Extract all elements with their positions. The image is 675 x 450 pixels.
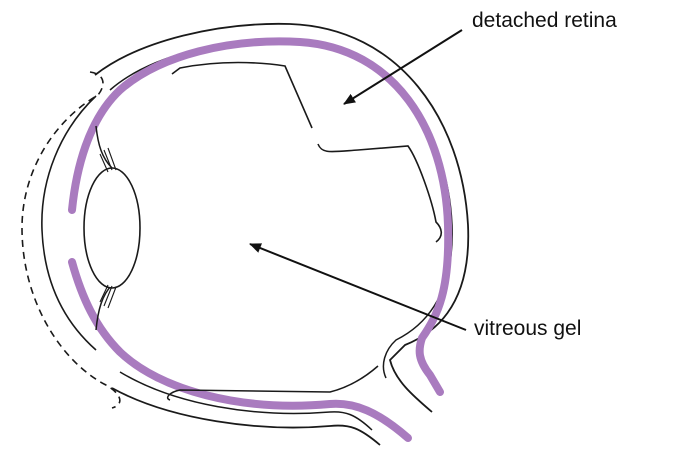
vitreous-gel-arrow [250,244,466,330]
vitreous-gel-label: vitreous gel [474,318,581,339]
detached-retina-label: detached retina [472,10,617,31]
retina-band-lower [72,262,408,438]
sclera-outer-outline [95,24,468,412]
sclera-outer-outline-lower [112,388,380,445]
lens [84,168,140,288]
